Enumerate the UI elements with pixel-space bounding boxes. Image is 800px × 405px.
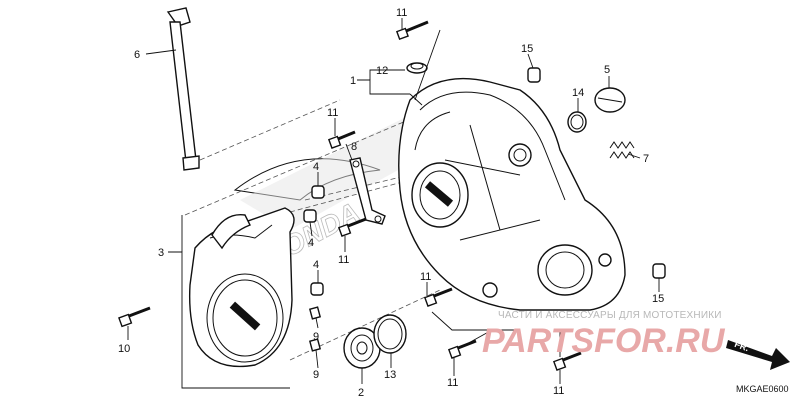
callout-11-top: 11 <box>396 7 407 19</box>
callout-5: 5 <box>604 64 610 76</box>
part-3-outer-cover <box>188 207 295 368</box>
bracket-3 <box>168 215 290 389</box>
bracket-1 <box>357 29 441 106</box>
callout-11-upper: 11 <box>327 107 338 119</box>
callout-4-c: 4 <box>313 259 319 271</box>
leader-lines <box>127 18 660 384</box>
callout-11-mid: 11 <box>338 254 349 266</box>
callout-4-b: 4 <box>308 237 314 249</box>
direction-badge: FR. <box>726 339 790 370</box>
part-1-cover <box>398 77 626 311</box>
part-4-collar-b <box>303 209 317 223</box>
callout-3: 3 <box>158 247 164 259</box>
bolt-11f <box>552 351 582 371</box>
bolt-11d <box>423 287 453 307</box>
bolt-11a <box>395 20 429 41</box>
part-9-plug-b <box>308 338 322 352</box>
part-12-grommet <box>406 62 428 74</box>
part-15-dowel-a <box>527 67 541 83</box>
callout-11-bottom-b: 11 <box>553 385 564 397</box>
callout-11-right: 11 <box>420 271 431 283</box>
part-4-collar-c <box>310 282 324 296</box>
callout-6: 6 <box>134 49 140 61</box>
part-7-spring <box>609 141 635 159</box>
bolt-11b <box>327 130 356 149</box>
direction-label: FR. <box>733 339 750 353</box>
callout-13: 13 <box>384 369 396 381</box>
bolt-11c <box>337 217 367 237</box>
part-4-collar-a <box>311 185 325 199</box>
callout-2: 2 <box>358 387 364 399</box>
watermark-text: ЧАСТИ И АКСЕССУАРЫ ДЛЯ МОТОТЕХНИКИ <box>498 310 722 321</box>
part-6-rod <box>166 7 200 171</box>
callout-9-a: 9 <box>313 331 319 343</box>
callout-8: 8 <box>351 141 357 153</box>
part-8-bracket <box>349 157 386 225</box>
callout-4-a: 4 <box>313 161 319 173</box>
callout-11-bottom-a: 11 <box>447 377 458 389</box>
part-14-oring <box>567 111 587 133</box>
callout-12: 12 <box>376 65 388 77</box>
callout-1: 1 <box>350 75 356 87</box>
callouts: 1 12 11 6 15 5 14 7 11 8 4 4 4 11 3 11 1… <box>118 7 664 399</box>
part-13-oring <box>373 314 407 354</box>
part-5-cap <box>594 87 626 113</box>
bolts-11 <box>327 20 582 371</box>
callout-7: 7 <box>643 153 649 165</box>
callout-9-b: 9 <box>313 369 319 381</box>
callout-10: 10 <box>118 343 130 355</box>
part-15-dowel-b <box>652 263 666 279</box>
part-9-plug-a <box>308 306 322 320</box>
part-10-bolt <box>118 306 151 328</box>
callout-15-top: 15 <box>521 43 533 55</box>
watermark-logo: PARTSFOR.RU <box>482 322 726 360</box>
callout-14: 14 <box>572 87 584 99</box>
watermark: ЧАСТИ И АКСЕССУАРЫ ДЛЯ МОТОТЕХНИКИ PARTS… <box>482 310 726 360</box>
diagram-code: MKGAE0600 <box>736 384 789 394</box>
bolt-11e <box>447 339 477 359</box>
callout-15-bottom: 15 <box>652 293 664 305</box>
bracket-lower <box>431 311 561 357</box>
